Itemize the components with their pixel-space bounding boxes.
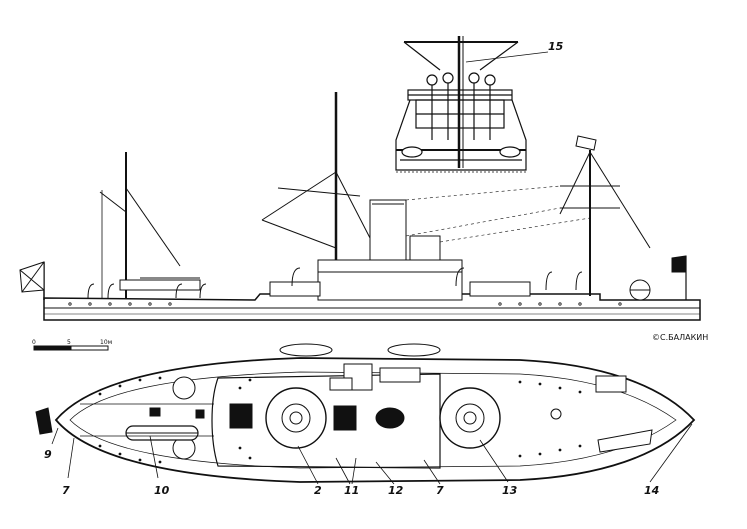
callout-7-aft: 7 [436,484,444,497]
callout-14: 14 [644,484,659,497]
scale-bar [33,345,109,351]
scale-bar-mid: 5 [67,339,71,346]
callout-12: 12 [388,484,404,497]
scale-bar-start: 0 [32,339,36,346]
callout-13: 13 [502,484,518,497]
callout-2: 2 [314,484,322,497]
plan-view [35,343,696,483]
front-elevation-view [395,36,549,173]
scale-bar-end: 10м [100,339,112,346]
callout-9: 9 [44,448,52,461]
side-elevation-view [19,92,701,321]
callout-7-forward: 7 [62,484,70,497]
callout-10: 10 [154,484,170,497]
callout-15: 15 [548,40,564,53]
callout-leaders [51,423,693,485]
callout-11: 11 [344,484,359,497]
credit-label: ©С.БАЛАКИН [652,333,708,342]
